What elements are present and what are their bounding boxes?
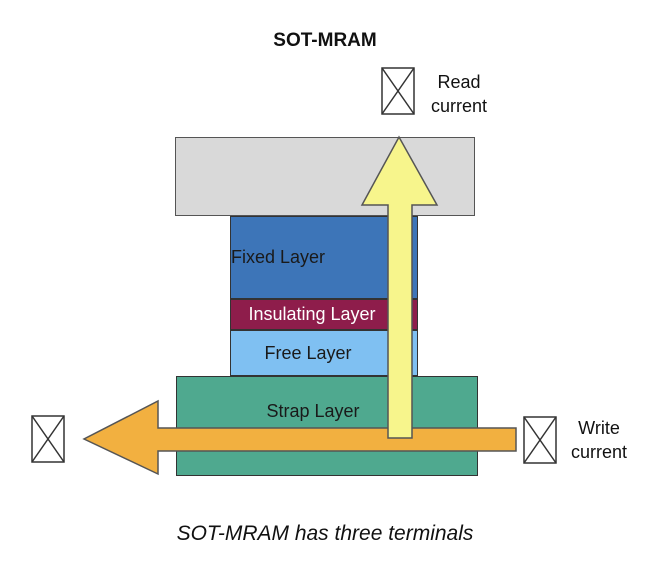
fixed-layer-label: Fixed Layer (230, 247, 326, 267)
strap-layer-label: Strap Layer (266, 401, 360, 421)
read-current-label: Read current (425, 70, 493, 118)
write-terminal-icon (523, 416, 557, 464)
read-terminal-icon (381, 67, 415, 115)
insulating-layer-label: Insulating Layer (248, 304, 376, 324)
read-current-label-line1: Read (437, 72, 481, 92)
write-current-label-line1: Write (578, 418, 620, 438)
insulating-layer: Insulating Layer (230, 299, 418, 330)
diagram-title: SOT-MRAM (273, 30, 377, 51)
diagram-caption: SOT-MRAM has three terminals (176, 522, 474, 545)
strap-layer: Strap Layer (176, 376, 478, 476)
write-current-label: Write current (562, 416, 636, 464)
read-current-arrow (360, 135, 439, 439)
free-layer: Free Layer (230, 330, 418, 376)
write-current-arrow (82, 399, 517, 476)
write-current-label-line2: current (570, 442, 628, 462)
free-layer-label: Free Layer (264, 342, 352, 363)
read-current-label-line2: current (430, 96, 488, 116)
third-terminal-icon (31, 415, 65, 463)
fixed-layer: Fixed Layer (230, 216, 418, 299)
